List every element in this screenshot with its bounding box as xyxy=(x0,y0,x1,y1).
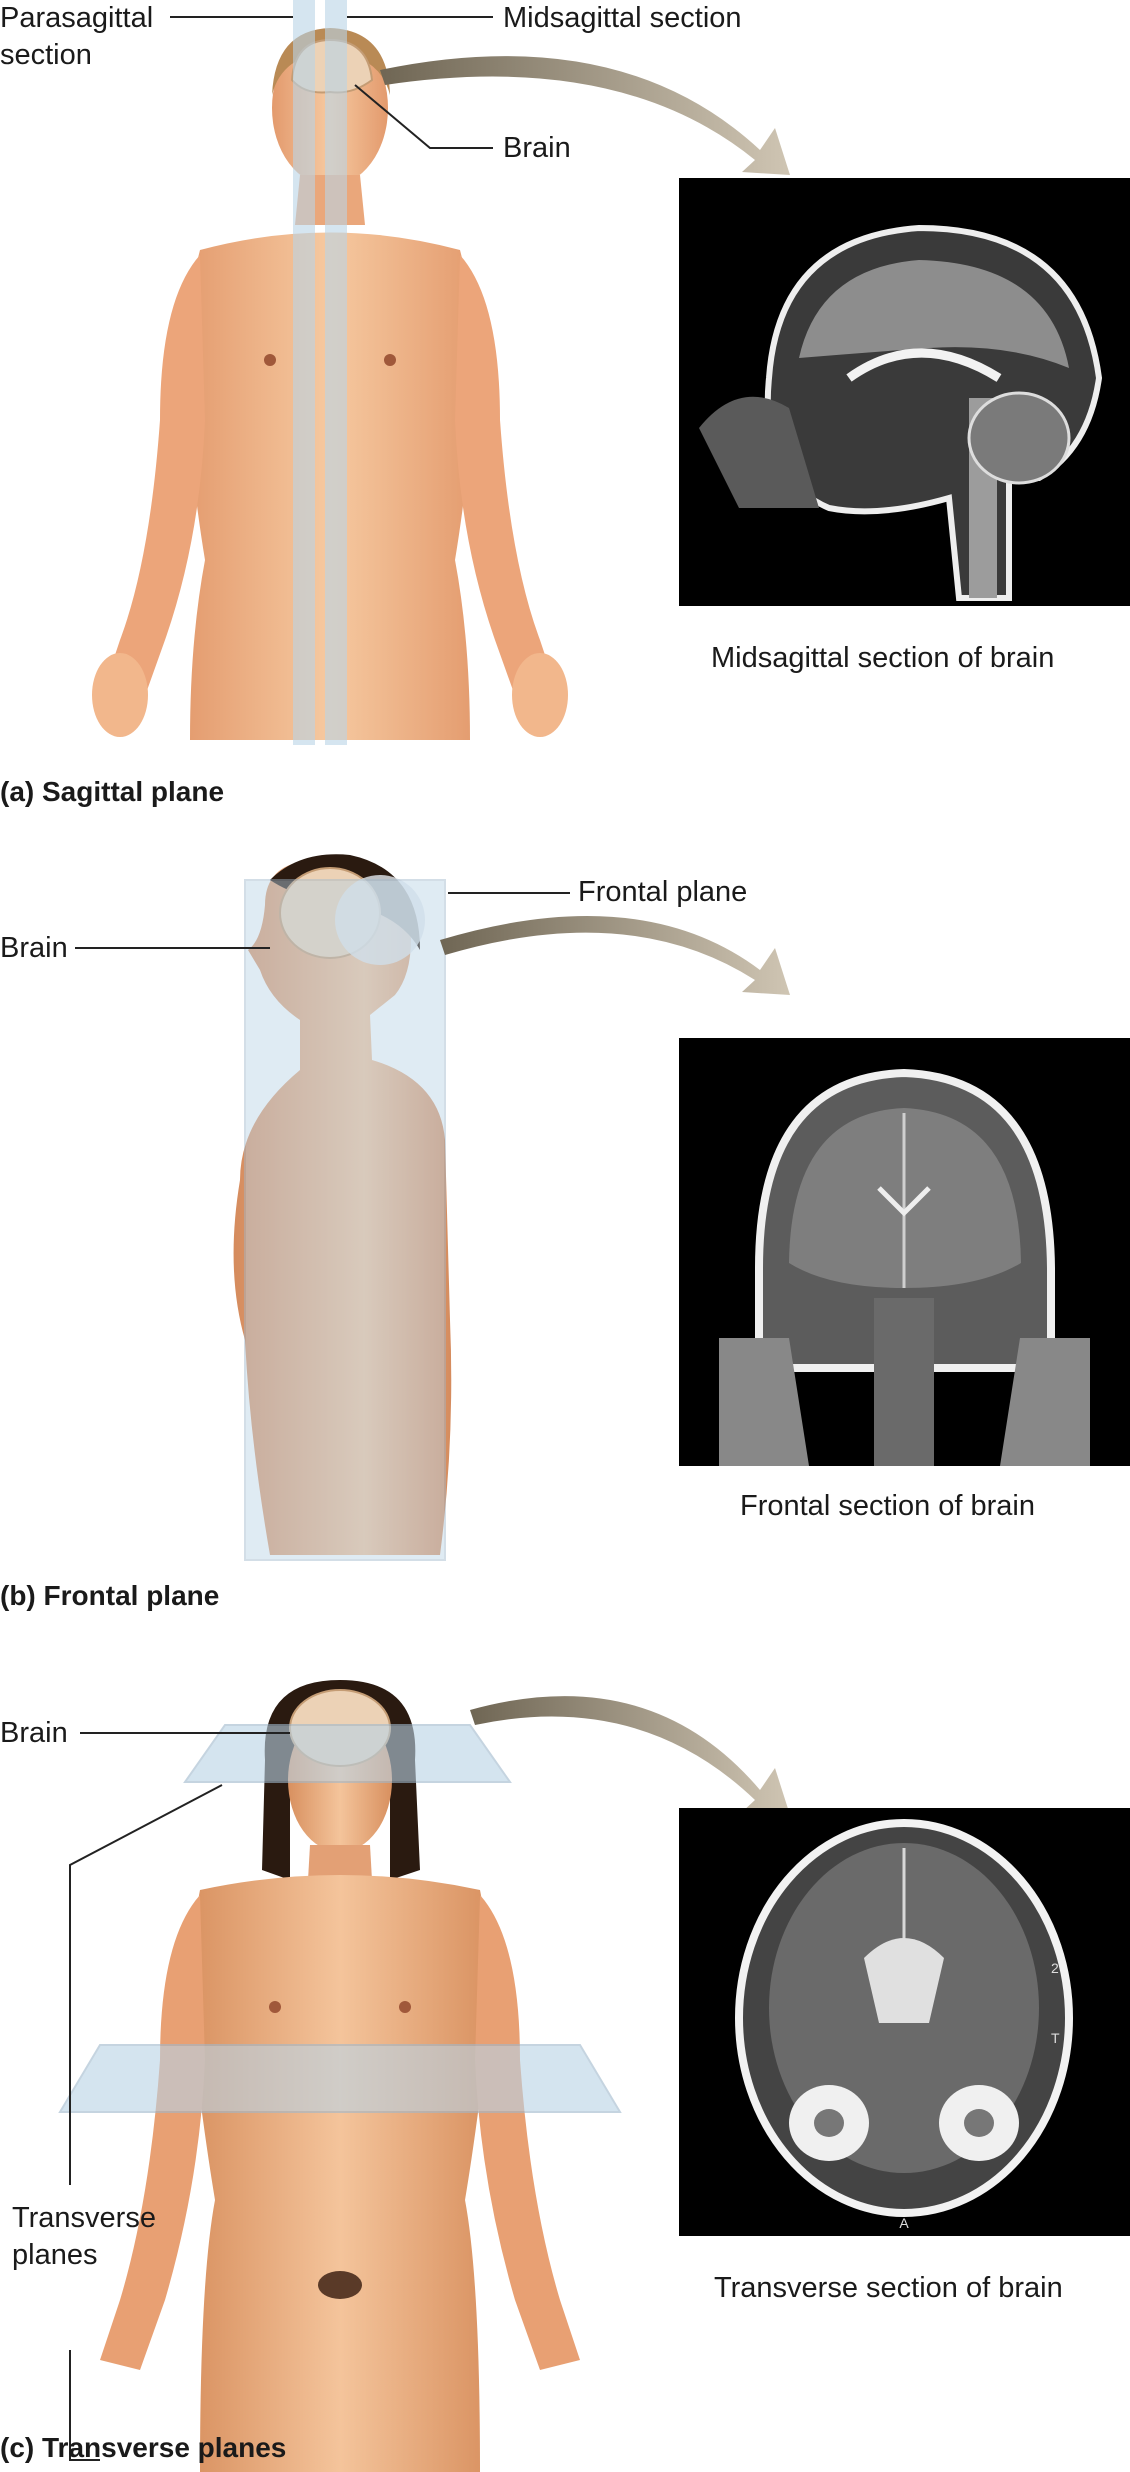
sagittal-illustration xyxy=(92,0,790,745)
arrow-to-mri xyxy=(440,916,790,995)
panel-title: (a) Sagittal plane xyxy=(0,776,225,807)
mri-scale-mark: T xyxy=(1051,2030,1060,2046)
panel-title: (c) Transverse planes xyxy=(0,2432,287,2463)
arrow-to-mri xyxy=(470,1696,790,1815)
arrow-to-mri xyxy=(380,56,790,175)
parasagittal-section-label: Parasagittal section xyxy=(0,2,154,71)
transverse-illustration xyxy=(58,1680,790,2472)
brain-illustration xyxy=(279,867,425,965)
brain-label: Brain xyxy=(0,1717,68,1749)
frontal-plane-sheet xyxy=(244,879,446,1561)
frontal-plane-label: Frontal plane xyxy=(578,876,748,908)
transverse-mri-image: A 2 T xyxy=(679,1808,1130,2236)
transverse-panel: Brain Transverse planes A 2 T Transverse… xyxy=(0,1640,1130,2472)
mri-caption: Frontal section of brain xyxy=(740,1490,1035,1522)
mri-caption: Midsagittal section of brain xyxy=(711,642,1055,674)
frontal-mri-image xyxy=(679,1038,1130,1466)
sagittal-panel: Parasagittal section Midsagittal section… xyxy=(0,0,1130,820)
transverse-planes-label: Transverse planes xyxy=(12,2202,156,2271)
midsagittal-section-label: Midsagittal section xyxy=(503,2,742,34)
mri-scale-mark: 2 xyxy=(1051,1960,1059,1976)
frontal-panel: Frontal plane Brain Frontal section of b… xyxy=(0,820,1130,1640)
transverse-plane-sheets xyxy=(58,1724,622,2113)
midsagittal-mri-image xyxy=(679,178,1130,606)
mri-orientation-mark: A xyxy=(899,2215,909,2231)
brain-label: Brain xyxy=(503,132,571,164)
sagittal-planes xyxy=(293,0,347,745)
mri-caption: Transverse section of brain xyxy=(714,2272,1063,2304)
panel-title: (b) Frontal plane xyxy=(0,1580,220,1611)
brain-label: Brain xyxy=(0,932,68,964)
frontal-illustration xyxy=(75,854,790,1561)
